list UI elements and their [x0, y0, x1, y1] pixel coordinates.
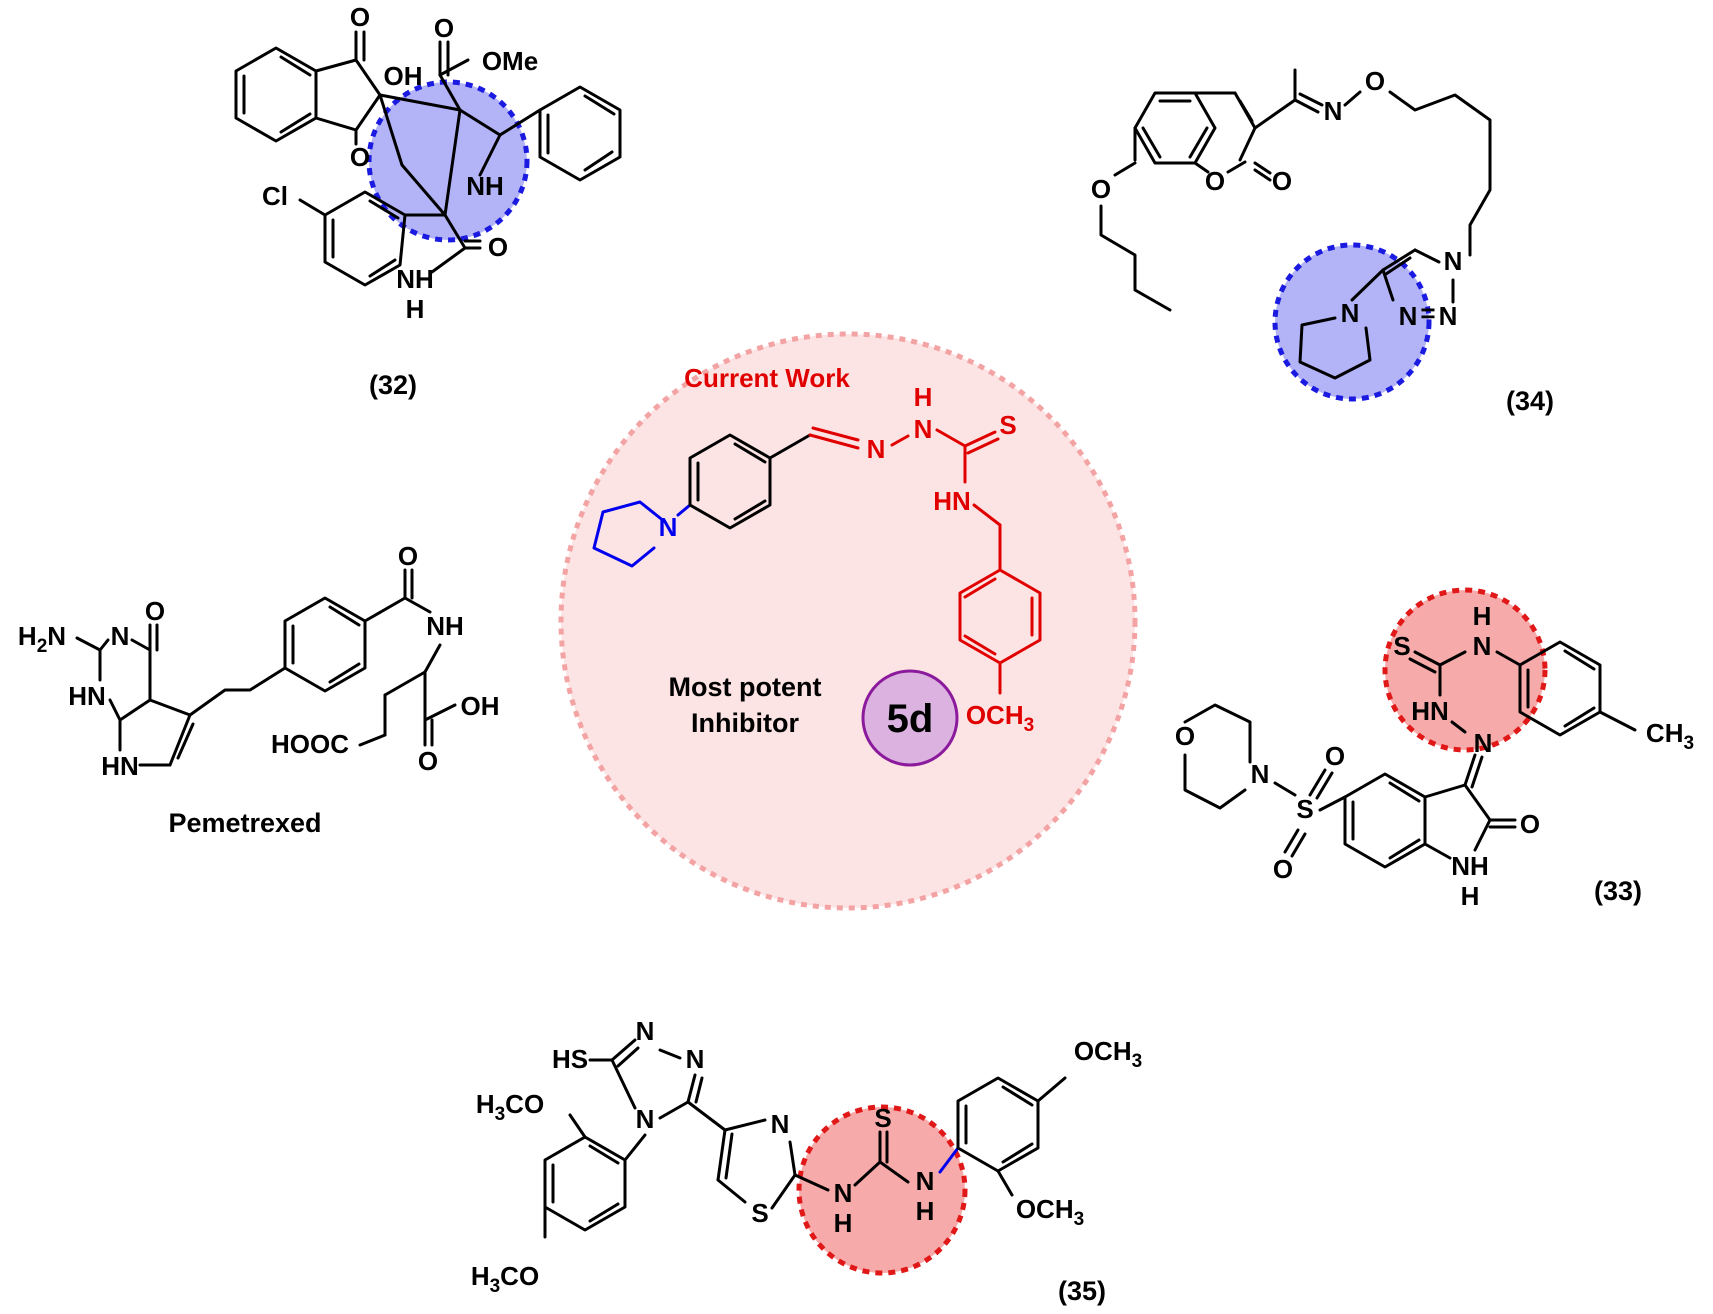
atom-5d-h-top: H: [914, 382, 933, 412]
atom-33-nh: NH: [1451, 851, 1489, 881]
atom-33-h: H: [1461, 881, 1480, 911]
compound-5d-pyrrolidine: N: [592, 500, 692, 568]
atom-pem-hn-ring: HN: [68, 681, 106, 711]
atom-pem-nh-amide: NH: [426, 611, 464, 641]
atom-5d-och3: OCH3: [966, 700, 1034, 736]
atom-5d-nh-top: N: [914, 414, 933, 444]
atom-35-nh-right-n: N: [916, 1166, 935, 1196]
atom-35-h3co-top: H3CO: [476, 1089, 544, 1125]
label-compound-33: (33): [1594, 876, 1642, 906]
atom-pem-n-ring: N: [111, 621, 130, 651]
current-work-title: Current Work: [684, 363, 850, 393]
compound-35: HS N N N H3CO H3CO N S N H: [471, 1016, 1142, 1306]
atom-32-ome: OMe: [482, 46, 538, 76]
atom-34-o-carbonyl: O: [1272, 166, 1292, 196]
atom-34-n-a: N: [1399, 301, 1418, 331]
highlight-35-thiourea: [796, 1104, 968, 1276]
atom-33-hn: HN: [1411, 696, 1449, 726]
atom-33-o-lactam: O: [1520, 809, 1540, 839]
atom-34-n-oxime: N: [1324, 96, 1343, 126]
atom-35-n2: N: [686, 1044, 705, 1074]
atom-34-n-b: N: [1439, 301, 1458, 331]
atom-pem-o-amide: O: [398, 541, 418, 571]
atom-pem-cooh-oh: OH: [461, 691, 500, 721]
atom-pem-o-ring: O: [145, 596, 165, 626]
current-work-panel: Current Work N N H N S: [558, 331, 1138, 911]
atom-35-s-thio: S: [874, 1103, 891, 1133]
atom-32-o-lactam: O: [488, 232, 508, 262]
compound-33: O N S O O NH H O N HN S: [1175, 587, 1694, 911]
caption-most-potent: Most potent: [669, 672, 822, 702]
badge-5d-circle: [861, 669, 959, 767]
atom-pem-hn-pyrrole: HN: [101, 751, 139, 781]
atom-33-o-morph: O: [1175, 721, 1195, 751]
atom-5d-n-pyrrolidine: N: [659, 512, 678, 542]
atom-32-ester-o: O: [434, 13, 454, 43]
atom-34-n-pyr: N: [1341, 298, 1360, 328]
atom-pem-hooc: HOOC: [271, 729, 349, 759]
atom-5d-hn: HN: [933, 486, 971, 516]
atom-35-s-thiazole: S: [751, 1198, 768, 1228]
atom-32-o-top: O: [350, 2, 370, 32]
highlight-32-pyrrolidine: [366, 79, 530, 243]
compound-5d-benzene: [688, 433, 812, 530]
atom-pem-h2n: H2N: [18, 621, 66, 657]
label-compound-34: (34): [1506, 386, 1554, 416]
atom-33-n-morph: N: [1251, 759, 1270, 789]
atom-35-hs: HS: [552, 1044, 588, 1074]
atom-35-n1: N: [636, 1016, 655, 1046]
label-pemetrexed: Pemetrexed: [168, 808, 321, 838]
label-compound-32: (32): [369, 370, 417, 400]
compound-32: O O OH NH O OMe O NH H: [234, 2, 622, 400]
atom-34-o-oxime: O: [1365, 66, 1385, 96]
current-work-circle: [558, 331, 1138, 911]
atom-33-s-sulfonyl: S: [1296, 794, 1313, 824]
atom-33-o-s-top: O: [1325, 741, 1345, 771]
atom-33-o-s-bot: O: [1273, 854, 1293, 884]
compound-pemetrexed: H2N N O HN HN O NH HOOC: [18, 541, 500, 838]
badge-5d-label: 5d: [887, 697, 934, 741]
atom-35-och3-top: OCH3: [1074, 1036, 1142, 1072]
highlight-34-pyrrolidine: [1272, 242, 1432, 402]
atom-33-ch3: CH3: [1646, 718, 1694, 754]
atom-32-nh: NH: [466, 171, 504, 201]
atom-35-n4: N: [636, 1104, 655, 1134]
atom-32-cl: Cl: [262, 181, 288, 211]
compound-34: O O N O O N N = N N (34): [1091, 66, 1554, 416]
label-compound-35: (35): [1058, 1276, 1106, 1306]
atom-35-nh-left-n: N: [834, 1178, 853, 1208]
atom-5d-s: S: [999, 410, 1016, 440]
atom-32-nh-lactam: NH: [396, 264, 434, 294]
compound-5d-thiosemicarbazone: N H N S HN OCH3: [808, 382, 1042, 736]
atom-34-n-triazole: N: [1444, 246, 1463, 276]
highlight-33-thiosemicarbazide: [1382, 587, 1548, 753]
atom-33-h-nh: H: [1473, 601, 1492, 631]
atom-pem-cooh-o: O: [418, 746, 438, 776]
atom-32-oh: OH: [384, 61, 423, 91]
caption-inhibitor: Inhibitor: [691, 708, 799, 738]
atom-32-h-lactam: H: [406, 294, 425, 324]
atom-35-nh-left-h: H: [834, 1208, 853, 1238]
atom-35-n-thiazole: N: [771, 1109, 790, 1139]
atom-5d-n-hydrazone: N: [867, 434, 886, 464]
atom-35-och3-bot: OCH3: [1016, 1194, 1084, 1230]
atom-33-n-imine: N: [1474, 728, 1493, 758]
atom-34-o-ether: O: [1091, 174, 1111, 204]
atom-33-n-nh: N: [1473, 631, 1492, 661]
atom-33-s-thio: S: [1393, 631, 1410, 661]
atom-34-o-ring: O: [1205, 166, 1225, 196]
atom-32-o-left: O: [350, 142, 370, 172]
atom-34-eq: =: [1420, 298, 1435, 328]
atom-35-nh-right-h: H: [916, 1196, 935, 1226]
atom-35-h3co-bot: H3CO: [471, 1261, 539, 1297]
